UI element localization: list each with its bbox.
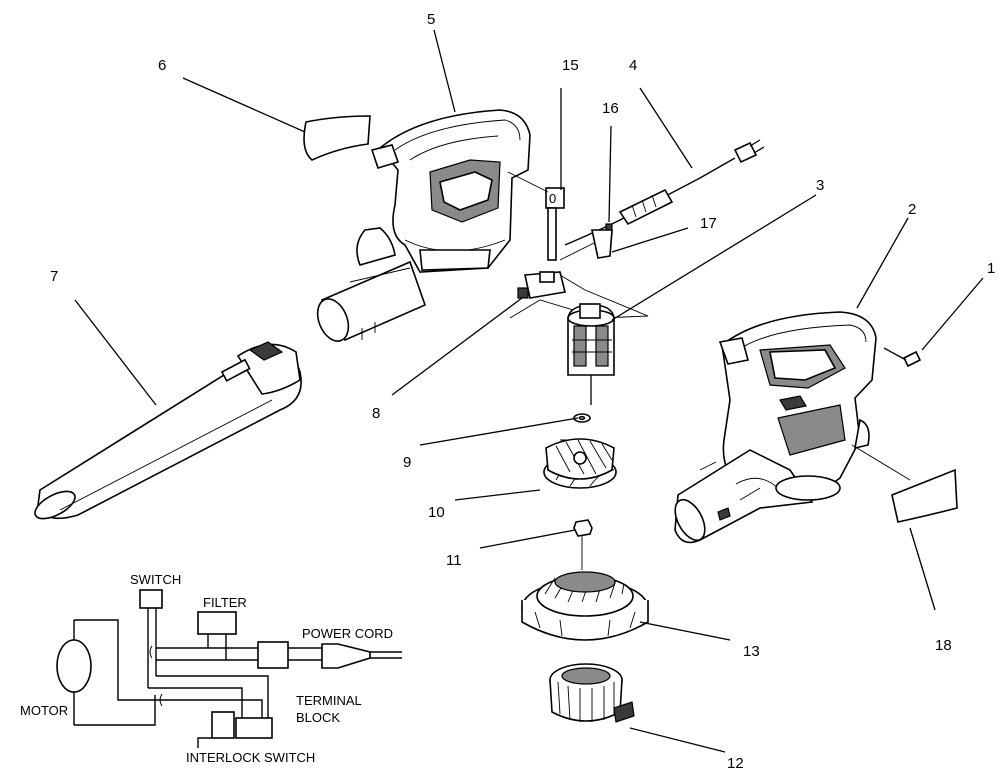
callout-10: 10 [428,504,445,521]
wiring-diagram [56,589,402,748]
callout-3: 3 [816,177,824,194]
filter-symbol [197,611,237,635]
label-motor: MOTOR [20,703,68,718]
nut [573,519,593,537]
motor [567,303,615,405]
power-cord [564,139,765,246]
callout-1: 1 [987,260,995,277]
label-switch: SWITCH [130,572,181,587]
callout-17: 17 [700,215,717,232]
callout-12: 12 [727,755,744,772]
callout-4: 4 [629,57,637,74]
screw [883,347,922,368]
callout-8: 8 [372,405,380,422]
wiring-labels: SWITCH FILTER POWER CORD MOTOR TERMINAL … [20,572,393,765]
switch-symbol [139,589,163,609]
filter-pad-right [891,468,958,523]
switch-glyph: 0 [549,191,556,206]
callout-13: 13 [743,643,760,660]
washer [573,413,591,423]
callout-16: 16 [602,100,619,117]
label-filter: FILTER [203,595,247,610]
fan [543,438,617,489]
callout-18: 18 [935,637,952,654]
callout-11: 11 [446,552,462,569]
label-power-cord: POWER CORD [302,626,393,641]
left-housing [356,109,531,273]
impeller [549,663,635,723]
motor-symbol [56,639,92,693]
blower-tube [34,341,302,520]
callout-7: 7 [50,268,58,285]
label-block: BLOCK [296,710,340,725]
cord-plug [321,643,371,669]
leader-lines [74,29,984,753]
terminal-block-symbol [235,717,273,739]
callout-numbers: 1 2 3 4 5 6 7 8 9 10 11 12 13 15 16 17 1… [50,11,995,772]
label-interlock-switch: INTERLOCK SWITCH [186,750,315,765]
inline-connector [257,641,289,669]
callout-5: 5 [427,11,435,28]
assembled-blower [674,311,877,544]
switch-part: 0 [507,171,565,261]
wire-harness [509,223,649,319]
callout-6: 6 [158,57,166,74]
callout-9: 9 [403,454,411,471]
callout-2: 2 [908,201,916,218]
intake-tube [316,260,426,342]
impeller-housing [521,536,649,641]
callout-15: 15 [562,57,579,74]
terminal-block [517,271,566,299]
label-terminal: TERMINAL [296,693,362,708]
filter-pad [303,115,371,161]
